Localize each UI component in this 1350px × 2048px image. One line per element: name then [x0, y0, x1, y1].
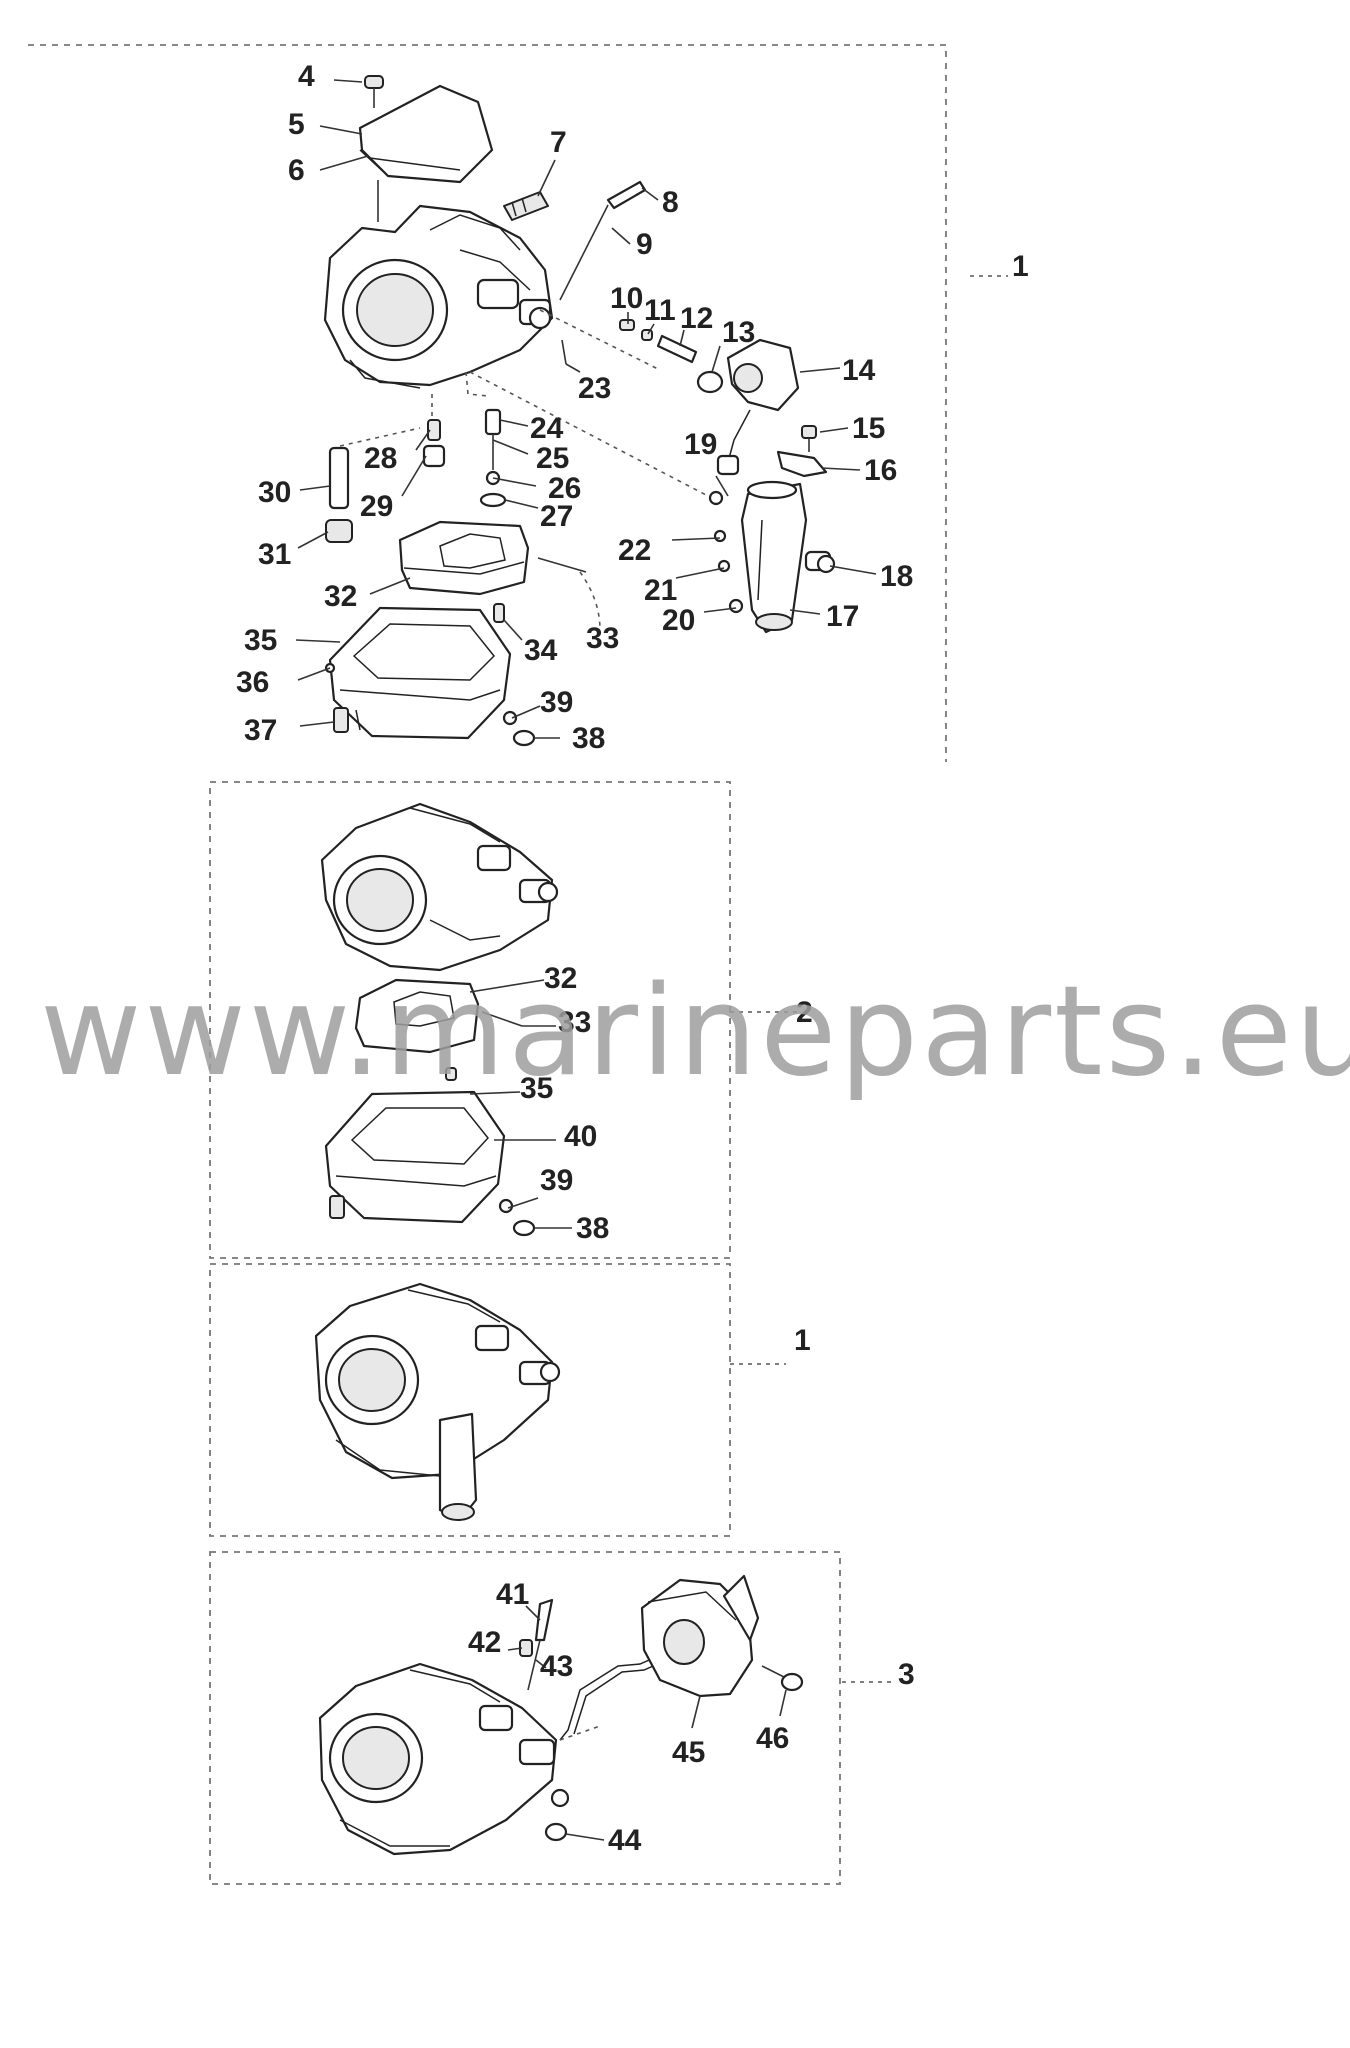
elbow-fitting-14 [716, 338, 800, 476]
callout-7: 7 [550, 126, 567, 159]
callout-25: 25 [536, 442, 569, 475]
callout-23: 23 [578, 372, 611, 405]
group-ref-label: 1 [1012, 250, 1029, 283]
screw-4 [364, 75, 384, 108]
carburetor-assembly-bottom [318, 1662, 570, 1856]
callout-38: 38 [572, 722, 605, 755]
leader-lines-group2 [469, 979, 572, 1229]
jet-parts-10-13 [539, 309, 724, 394]
callout-21: 21 [644, 574, 677, 607]
clip-15-16 [776, 425, 828, 478]
callout-37: 37 [244, 714, 277, 747]
callout-46: 46 [756, 1722, 789, 1755]
jet-28-29 [422, 394, 446, 468]
group-box-3: 3 [209, 1551, 915, 1885]
group-box-1-top: 1 [28, 44, 1029, 762]
float-32 [398, 520, 530, 596]
callout-12: 12 [680, 302, 713, 335]
callout-10: 10 [610, 282, 643, 315]
carburetor-body-group2 [320, 802, 559, 972]
cover-plate [358, 84, 494, 222]
callout-29: 29 [360, 490, 393, 523]
callout-39: 39 [540, 1164, 573, 1197]
callout-35: 35 [520, 1072, 553, 1105]
washer-44 [544, 1822, 568, 1842]
callout-6: 6 [288, 154, 305, 187]
callout-8: 8 [662, 186, 679, 219]
plug-7 [503, 191, 549, 221]
callout-17: 17 [826, 600, 859, 633]
callout-39: 39 [540, 686, 573, 719]
callout-19: 19 [684, 428, 717, 461]
group-box-2: 2 [209, 781, 813, 1259]
callout-44: 44 [608, 1824, 642, 1857]
leader-lines-group1 [295, 79, 877, 739]
float-group2 [354, 978, 523, 1081]
callout-30: 30 [258, 476, 291, 509]
callout-33: 33 [558, 1006, 591, 1039]
callout-9: 9 [636, 228, 653, 261]
callout-34: 34 [524, 634, 558, 667]
callout-28: 28 [364, 442, 397, 475]
callout-5: 5 [288, 108, 305, 141]
throttle-plate-45 [640, 1574, 760, 1698]
callout-31: 31 [258, 538, 291, 571]
callout-32: 32 [324, 580, 357, 613]
callout-36: 36 [236, 666, 269, 699]
pin-23 [561, 339, 567, 365]
callout-labels-group2: 32 33 35 40 39 38 [520, 962, 609, 1245]
callout-16: 16 [864, 454, 897, 487]
screw-46 [761, 1665, 804, 1692]
callout-22: 22 [618, 534, 651, 567]
group-ref-label: 2 [796, 996, 813, 1029]
callout-33: 33 [586, 622, 619, 655]
callout-18: 18 [880, 560, 913, 593]
pump-body-17 [740, 480, 832, 634]
callout-13: 13 [722, 316, 755, 349]
group-box-1-middle: 1 [209, 1263, 811, 1537]
leader-lines-group4 [507, 1605, 787, 1841]
callout-32: 32 [544, 962, 577, 995]
float-bowl-group2 [324, 1090, 536, 1237]
callout-24: 24 [530, 412, 564, 445]
callout-41: 41 [496, 1578, 529, 1611]
callout-42: 42 [468, 1626, 501, 1659]
carburetor-body-top [323, 204, 554, 389]
callout-14: 14 [842, 354, 876, 387]
callout-27: 27 [540, 500, 573, 533]
small-parts-18-22 [469, 371, 836, 614]
callout-40: 40 [564, 1120, 597, 1153]
callout-15: 15 [852, 412, 885, 445]
callout-43: 43 [540, 1650, 573, 1683]
callout-4: 4 [298, 60, 315, 93]
carburetor-assembly-middle [314, 1282, 561, 1522]
float-bowl-35-37 [324, 606, 536, 747]
emulsion-tube-30-31 [325, 427, 421, 543]
float-pin-33-34 [493, 557, 601, 631]
callout-45: 45 [672, 1736, 705, 1769]
callout-11: 11 [644, 294, 676, 327]
callout-26: 26 [548, 472, 581, 505]
group-ref-label: 1 [794, 1324, 811, 1357]
callout-labels-group4: 41 42 43 44 45 46 [468, 1578, 789, 1857]
callout-labels-group1: 4 5 6 7 8 9 10 11 12 13 14 15 16 17 18 1… [236, 60, 913, 755]
callout-20: 20 [662, 604, 695, 637]
callout-35: 35 [244, 624, 277, 657]
watermark: www.marineparts.eu [40, 960, 1350, 1104]
callout-38: 38 [576, 1212, 609, 1245]
needle-valve-24-27 [465, 371, 507, 508]
group-ref-label: 3 [898, 1658, 915, 1691]
